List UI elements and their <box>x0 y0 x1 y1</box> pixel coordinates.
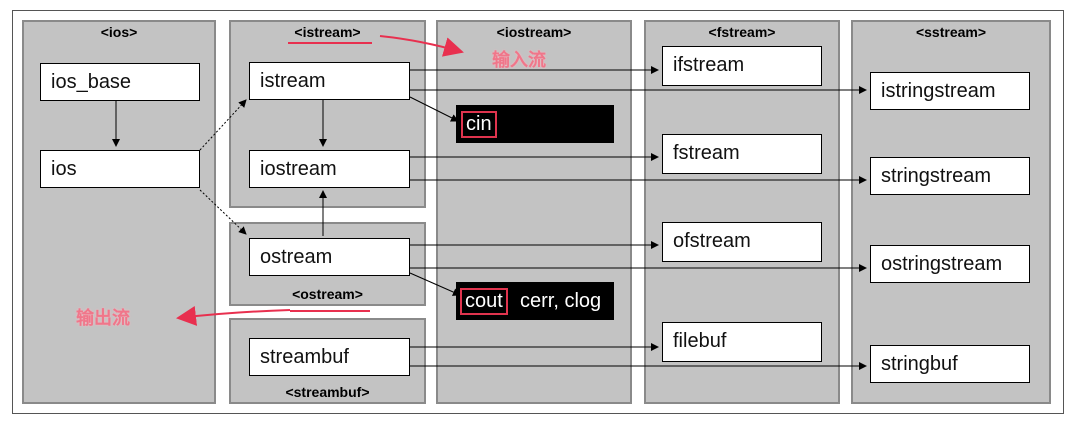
object-box-cout: cout cerr, clog <box>456 282 614 320</box>
pointer-input <box>379 35 464 57</box>
class-istringstream: istringstream <box>870 72 1030 110</box>
class-filebuf: filebuf <box>662 322 822 362</box>
class-ostream: ostream <box>249 238 410 276</box>
class-istream: istream <box>249 62 410 100</box>
class-ifstream: ifstream <box>662 46 822 86</box>
group-ostream-title: <ostream> <box>292 286 363 302</box>
object-cin: cin <box>461 111 497 138</box>
class-ostringstream: ostringstream <box>870 245 1030 283</box>
column-iostream-title: <iostream> <box>496 24 572 40</box>
column-fstream-title: <fstream> <box>708 24 776 40</box>
class-stringstream: stringstream <box>870 157 1030 195</box>
group-streambuf-title: <streambuf> <box>285 384 370 400</box>
object-cout: cout <box>460 288 508 315</box>
class-ios-base: ios_base <box>40 63 200 101</box>
column-iostream: <iostream> <box>436 20 632 404</box>
arrow-ios-ostream <box>199 189 247 235</box>
class-ofstream: ofstream <box>662 222 822 262</box>
arrow-ios-istream <box>199 99 247 151</box>
object-cerr-clog: cerr, clog <box>520 290 602 312</box>
object-box-cin: cin <box>456 105 614 143</box>
class-stringbuf: stringbuf <box>870 345 1030 383</box>
class-fstream: fstream <box>662 134 822 174</box>
class-streambuf: streambuf <box>249 338 410 376</box>
arrow-istream-cin <box>409 96 459 122</box>
class-iostream: iostream <box>249 150 410 188</box>
group-istream-title: <istream> <box>294 24 361 40</box>
column-sstream-title: <sstream> <box>915 24 987 40</box>
annotation-output: 输出流 <box>76 308 130 328</box>
arrow-ostream-cout <box>409 272 461 296</box>
column-ios-title: <ios> <box>100 24 138 40</box>
annotation-input: 输入流 <box>492 50 546 70</box>
pointer-output <box>176 306 291 326</box>
class-ios: ios <box>40 150 200 188</box>
